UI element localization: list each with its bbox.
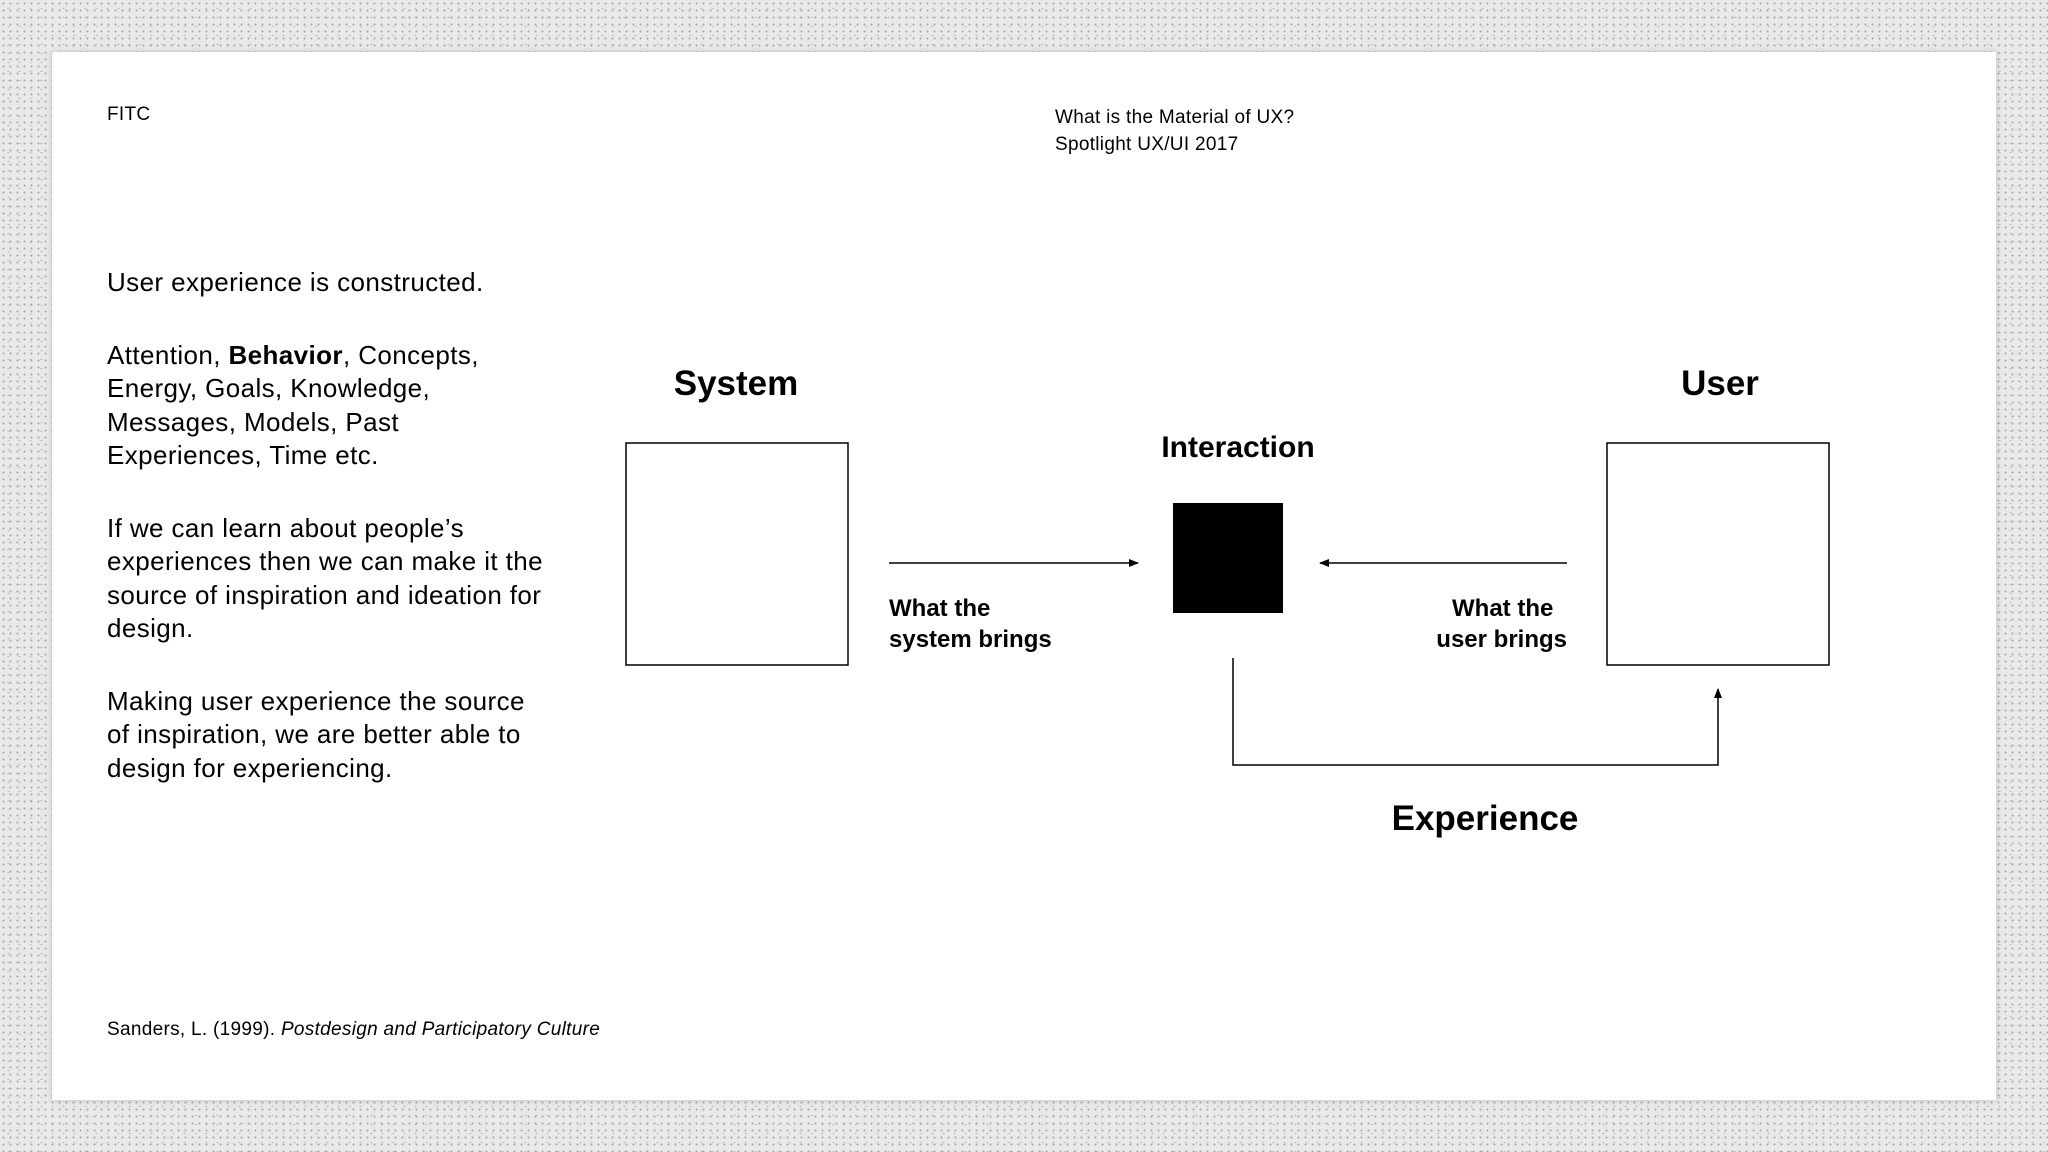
paragraph-factors: Attention, Behavior, Concepts, Energy, G… xyxy=(107,339,547,473)
slide: FITC What is the Material of UX? Spotlig… xyxy=(52,52,1996,1100)
talk-title: What is the Material of UX? xyxy=(1055,107,1295,128)
system-box xyxy=(625,442,849,666)
talk-header: What is the Material of UX? Spotlight UX… xyxy=(1055,104,1294,158)
interaction-label: Interaction xyxy=(1161,431,1314,464)
paragraph-learn: If we can learn about people’s experienc… xyxy=(107,512,544,644)
user-label: User xyxy=(1681,364,1759,403)
user-brings-line2: user brings xyxy=(1436,626,1567,653)
citation-work: Postdesign and Participatory Culture xyxy=(280,1019,601,1040)
interaction-diagram: System User Interaction What the system … xyxy=(625,364,1830,838)
experience-feedback-arrow xyxy=(1232,658,1722,766)
user-brings-line1: What the xyxy=(1452,595,1553,622)
event-name: Spotlight UX/UI 2017 xyxy=(1055,134,1239,155)
paragraph-constructed: User experience is constructed. xyxy=(107,267,484,297)
user-box xyxy=(1606,442,1830,666)
user-brings-label: What the user brings xyxy=(1436,595,1567,653)
brand-label: FITC xyxy=(107,104,151,125)
body-text: User experience is constructed. Attentio… xyxy=(107,266,547,824)
factors-start: Attention, xyxy=(107,339,229,370)
system-brings-line1: What the xyxy=(889,595,990,622)
citation-author: Sanders, L. (1999). xyxy=(107,1019,281,1040)
experience-label: Experience xyxy=(1392,799,1579,838)
system-brings-line2: system brings xyxy=(889,626,1052,653)
system-label: System xyxy=(674,364,799,403)
interaction-square xyxy=(1173,503,1283,613)
citation: Sanders, L. (1999). Postdesign and Parti… xyxy=(107,1019,600,1041)
paragraph-inspiration: Making user experience the source of ins… xyxy=(107,685,525,783)
system-brings-label: What the system brings xyxy=(889,595,1052,653)
factors-rest: , Concepts, Energy, Goals, Knowledge, Me… xyxy=(107,339,479,471)
factors-bold: Behavior xyxy=(228,339,343,370)
